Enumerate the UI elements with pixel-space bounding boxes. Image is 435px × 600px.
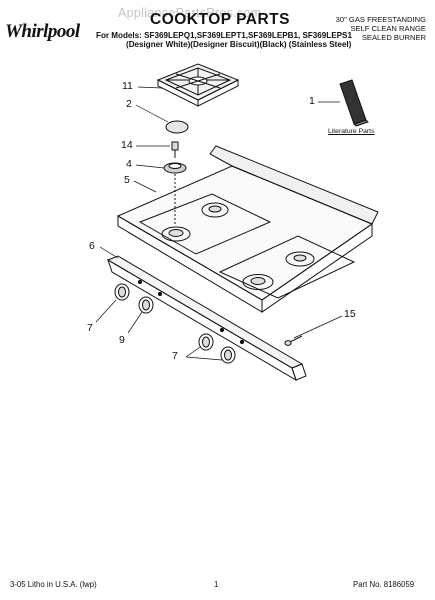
models-line: For Models: SF369LEPQ1,SF369LEPT1,SF369L… — [96, 31, 352, 40]
footer-page-number: 1 — [214, 580, 219, 589]
spec-line-3: SEALED BURNER — [361, 33, 426, 42]
callout-6: 6 — [89, 240, 95, 252]
cooktop-surface — [116, 145, 379, 313]
callout-7-bottom: 7 — [172, 350, 178, 362]
spec-line-1: 30" GAS FREESTANDING — [335, 15, 426, 24]
control-knob — [198, 333, 214, 351]
spec-line-2: SELF CLEAN RANGE — [350, 24, 426, 33]
callout-2: 2 — [126, 98, 132, 110]
callout-14: 14 — [121, 139, 133, 151]
page-title: COOKTOP PARTS — [150, 11, 290, 28]
burner-base — [163, 162, 187, 174]
leader-lines — [95, 86, 343, 361]
burner-grate — [156, 63, 240, 107]
orifice-spud — [171, 141, 179, 158]
callout-15: 15 — [344, 308, 356, 320]
whirlpool-logo: Whirlpool — [5, 21, 80, 42]
screw — [284, 335, 303, 346]
control-knob — [138, 296, 154, 314]
literature-parts-label: Literature Parts — [328, 128, 375, 135]
literature-booklet — [339, 79, 369, 127]
callout-9: 9 — [119, 334, 125, 346]
finishes-line: (Designer White)(Designer Biscuit)(Black… — [126, 40, 352, 49]
watermark: AppliancePartsPros.com — [118, 6, 262, 20]
callout-1: 1 — [309, 95, 315, 107]
control-panel — [106, 255, 307, 382]
burner-cap — [165, 120, 189, 134]
callout-11: 11 — [122, 80, 133, 92]
callout-4: 4 — [126, 158, 132, 170]
footer-litho: 3-05 Litho in U.S.A. (lwp) — [10, 580, 97, 589]
footer-part-number: Part No. 8186059 — [353, 580, 415, 589]
control-knob — [220, 346, 236, 364]
callout-7-left: 7 — [87, 322, 93, 334]
control-knob — [114, 283, 130, 301]
callout-5: 5 — [124, 174, 130, 186]
